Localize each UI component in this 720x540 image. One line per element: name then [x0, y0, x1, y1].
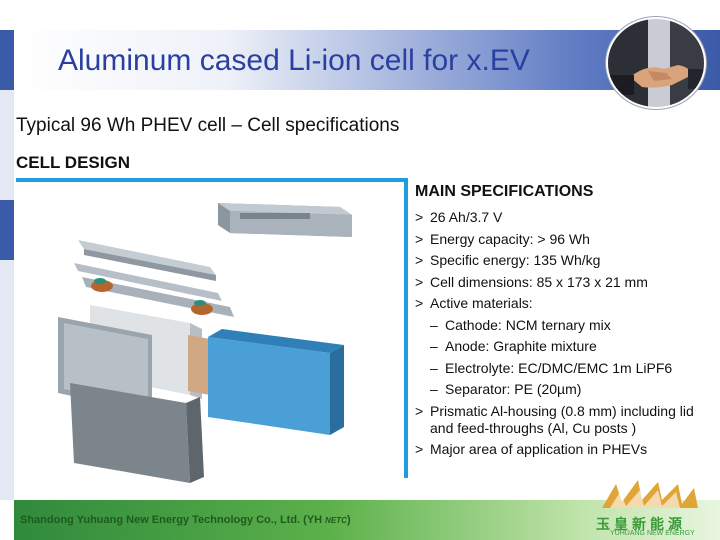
company-abbr: NETC [325, 516, 347, 525]
spec-text: Energy capacity: > 96 Wh [430, 230, 590, 247]
spec-text: Cathode: NCM ternary mix [445, 316, 611, 333]
slide-title: Aluminum cased Li-ion cell for x.EV [58, 44, 530, 77]
spec-item: > Cell dimensions: 85 x 173 x 21 mm [415, 272, 715, 294]
spec-item: > Active materials: [415, 293, 715, 315]
edge-stripe [0, 260, 14, 500]
brand-name-en: YUHUANG NEW ENERGY [610, 530, 695, 537]
spec-subitem: – Electrolyte: EC/DMC/EMC 1m LiPF6 [415, 358, 715, 380]
spec-text: Specific energy: 135 Wh/kg [430, 252, 601, 268]
specs-list: > 26 Ah/3.7 V > Energy capacity: > 96 Wh… [415, 207, 715, 460]
spec-item: > Specific energy: 135 Wh/kg [415, 250, 715, 272]
sunburst-logo-icon [602, 480, 698, 508]
company-close: ) [346, 514, 351, 526]
bullet-marker: > [415, 209, 424, 225]
bullet-marker: > [415, 252, 424, 268]
spec-text: Anode: Graphite mixture [445, 338, 597, 354]
spec-text: Separator: PE (20µm) [445, 381, 582, 397]
edge-stripe [0, 200, 14, 260]
spec-item: > Major area of application in PHEVs [415, 439, 715, 461]
spec-item: > Energy capacity: > 96 Wh [415, 229, 715, 251]
exploded-cell-illustration [58, 203, 352, 483]
spec-text: Active materials: [430, 295, 533, 311]
dash-marker: – [430, 359, 438, 376]
bullet-marker: > [415, 295, 424, 311]
dash-marker: – [430, 338, 438, 354]
bullet-marker: > [415, 402, 424, 419]
spec-text: 26 Ah/3.7 V [430, 209, 503, 225]
spec-subitem: – Separator: PE (20µm) [415, 379, 715, 401]
bullet-marker: > [415, 230, 424, 247]
spec-text: Cell dimensions: 85 x 173 x 21 mm [430, 273, 648, 290]
spec-item: > Prismatic Al-housing (0.8 mm) includin… [415, 401, 715, 439]
company-name: Shandong Yuhuang New Energy Technology C… [20, 514, 323, 526]
divider-horizontal [16, 178, 408, 182]
slide-subtitle: Typical 96 Wh PHEV cell – Cell specifica… [16, 115, 400, 136]
edge-stripe [0, 90, 14, 200]
bullet-marker: > [415, 440, 424, 457]
spec-subitem: – Anode: Graphite mixture [415, 336, 715, 358]
spec-text: Electrolyte: EC/DMC/EMC 1m LiPF6 [445, 359, 673, 376]
footer-company: Shandong Yuhuang New Energy Technology C… [20, 514, 351, 526]
divider-vertical [404, 178, 408, 478]
spec-subitem: – Cathode: NCM ternary mix [415, 315, 715, 337]
footer-bar [14, 500, 720, 540]
edge-stripe [0, 30, 14, 90]
specs-heading: MAIN SPECIFICATIONS [415, 183, 594, 200]
title-bar [14, 30, 720, 90]
dash-marker: – [430, 381, 438, 397]
brand-name-cn: 玉皇新能源 [596, 516, 686, 532]
spec-text: Major area of application in PHEVs [430, 440, 648, 457]
bullet-marker: > [415, 273, 424, 290]
spec-text: Prismatic Al-housing (0.8 mm) including … [430, 402, 694, 436]
dash-marker: – [430, 316, 438, 333]
handshake-photo-icon [606, 17, 706, 109]
spec-item: > 26 Ah/3.7 V [415, 207, 715, 229]
section-label: CELL DESIGN [16, 153, 130, 172]
